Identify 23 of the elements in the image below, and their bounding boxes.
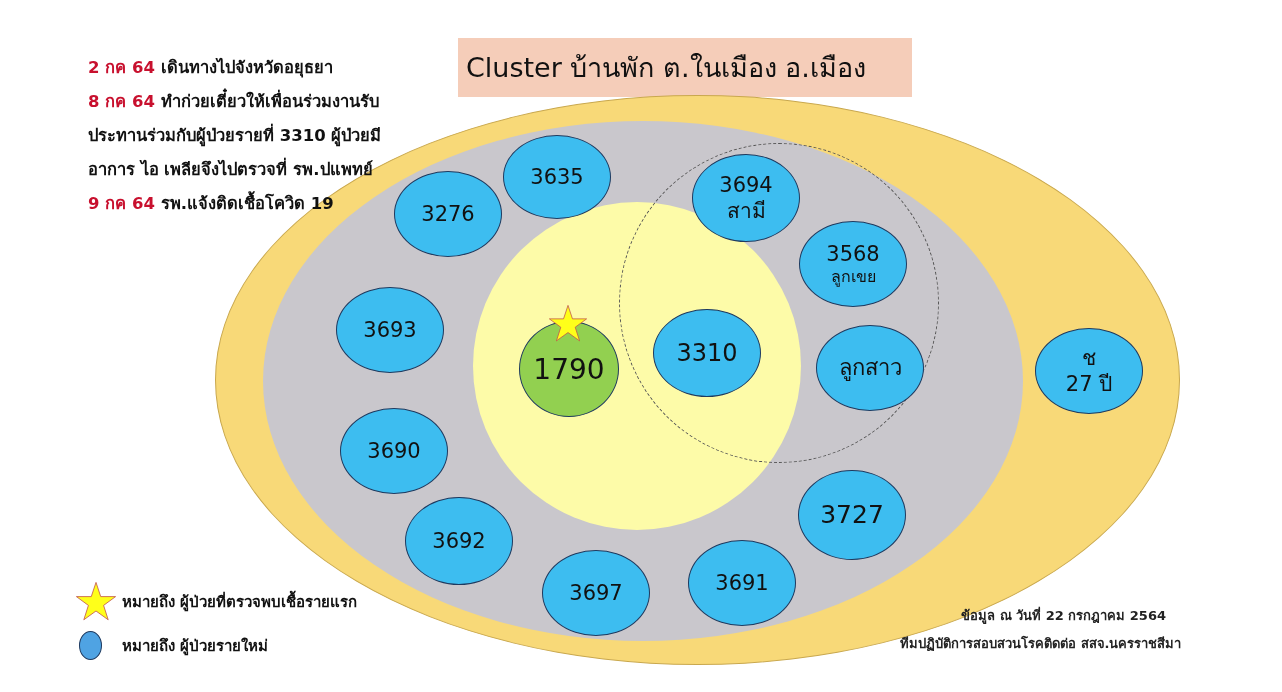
case-label: 3568: [826, 240, 880, 268]
case-note: ลูกเขย: [830, 267, 876, 288]
case-label: 1790: [533, 351, 605, 387]
case-label: ช: [1082, 344, 1096, 371]
case-label: 3276: [421, 200, 475, 228]
case-label: 3694: [719, 171, 773, 198]
source-note: ข้อมูล ณ วันที่ 22 กรกฎาคม 2564: [960, 605, 1166, 626]
title-banner: Cluster บ้านพัก ต.ในเมือง อ.เมือง: [458, 38, 912, 97]
case-note: 27 ปี: [1065, 371, 1113, 398]
legend-text: หมายถึง ผู้ป่วยรายใหม่: [122, 636, 269, 658]
legend-text: หมายถึง ผู้ป่วยที่ตรวจพบเชื้อรายแรก: [122, 590, 358, 614]
case-label: 3691: [715, 569, 769, 597]
case-label: 3692: [432, 527, 486, 555]
case-note: สามี: [726, 198, 766, 225]
case-label: ลูกสาว: [838, 354, 902, 382]
case-label: 3690: [367, 437, 421, 465]
case-label: 3697: [569, 579, 623, 607]
case-label: 3727: [820, 499, 884, 531]
case-label: 3693: [363, 316, 417, 344]
case-label: 3635: [530, 163, 584, 191]
timeline-note: 2 กค 64 เดินทางไปจังหวัดอยุธยา: [88, 57, 333, 80]
case-label: 3310: [676, 338, 738, 368]
timeline-note: 8 กค 64 ทำก่วยเตี๋ยวให้เพื่อนร่วมงานรับประทานร่วมกับผู้ป่วยรายที่ 3310 ผู้ป่วยมีอาการ ไอ เพลียจึงไปตรวจที่ รพ.ปแพทย์: [88, 85, 388, 187]
